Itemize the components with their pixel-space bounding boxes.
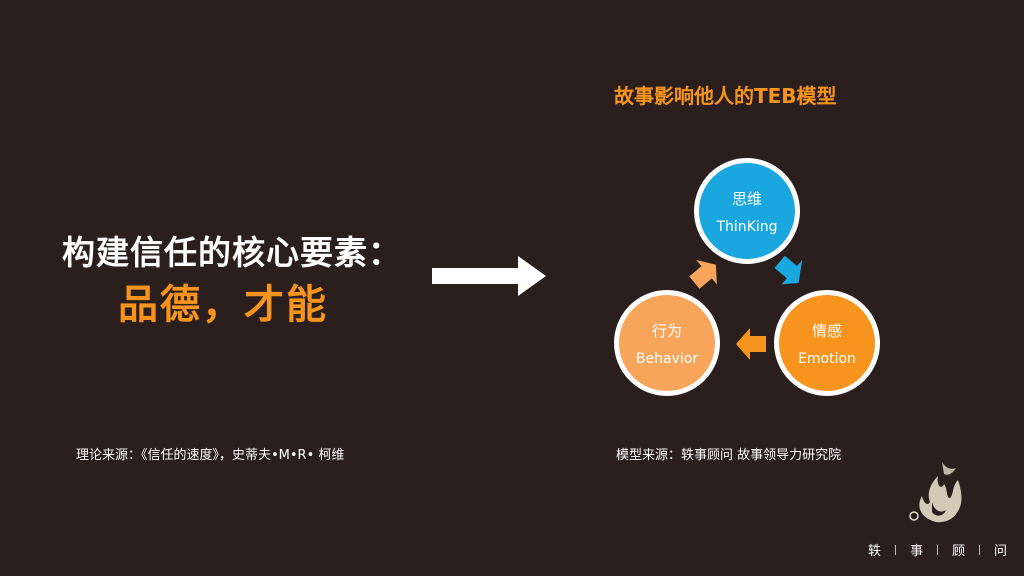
right-arrow-icon — [432, 256, 546, 296]
model-source: 模型来源：轶事顾问 故事领导力研究院 — [616, 448, 842, 463]
behavior-circle: 行为 Behavior — [614, 290, 720, 396]
model-title: 故事影响他人的TEB模型 — [614, 84, 837, 108]
brand-name: 轶 事 顾 问 — [868, 540, 1007, 559]
teb-cycle-diagram: 思维 ThinKing 情感 Emotion 行为 Behavior — [600, 150, 900, 410]
behavior-label-cn: 行为 — [651, 321, 682, 340]
flame-logo-icon — [909, 462, 962, 523]
thinking-label-cn: 思维 — [731, 189, 762, 208]
brand-divider — [937, 544, 939, 555]
brand-divider — [895, 544, 897, 555]
brand-char: 顾 — [952, 544, 966, 559]
brand-char: 轶 — [868, 544, 882, 559]
chevron-left-icon — [736, 328, 766, 360]
subline: 品德，才能 — [118, 282, 328, 328]
emotion-label-cn: 情感 — [811, 321, 842, 340]
chevron-down-right-icon — [774, 255, 803, 285]
behavior-label-en: Behavior — [635, 350, 699, 367]
chevron-up-right-icon — [689, 260, 717, 289]
emotion-label-en: Emotion — [798, 350, 856, 367]
emotion-circle: 情感 Emotion — [774, 290, 880, 396]
brand-char: 问 — [994, 544, 1008, 559]
thinking-label-en: ThinKing — [716, 218, 778, 235]
theory-source: 理论来源：《信任的速度》，史蒂夫•M•R• 柯维 — [76, 448, 345, 463]
brand-char: 事 — [910, 544, 924, 559]
thinking-circle: 思维 ThinKing — [694, 158, 800, 264]
headline: 构建信任的核心要素： — [62, 233, 402, 272]
brand-divider — [979, 544, 981, 555]
